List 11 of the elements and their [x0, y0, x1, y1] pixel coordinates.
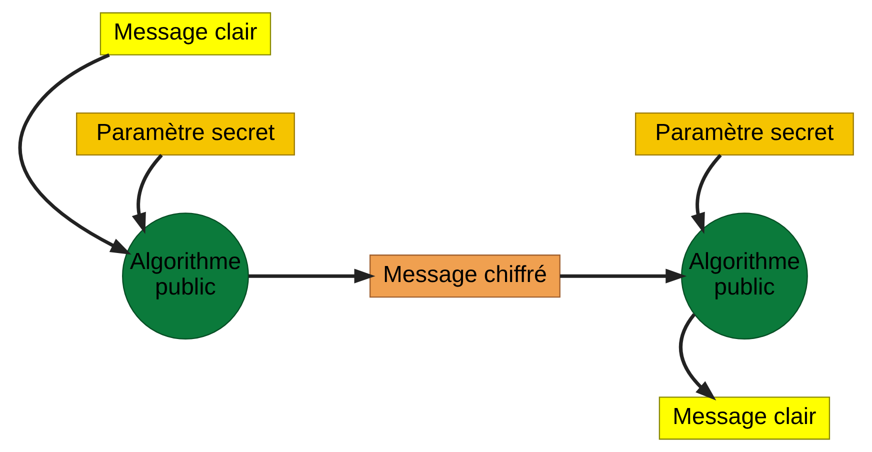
node-box: Message chiffré: [368, 254, 560, 298]
node-box: Message clair: [658, 396, 830, 440]
arrow: [678, 313, 716, 401]
node-box: Paramètre secret: [76, 112, 294, 156]
node-box: Message clair: [99, 12, 271, 56]
arrow: [131, 154, 162, 234]
arrow: [559, 268, 686, 284]
arrow: [248, 268, 375, 284]
node-box: Paramètre secret: [634, 112, 854, 156]
arrow: [690, 154, 722, 234]
arrow: [18, 53, 131, 255]
